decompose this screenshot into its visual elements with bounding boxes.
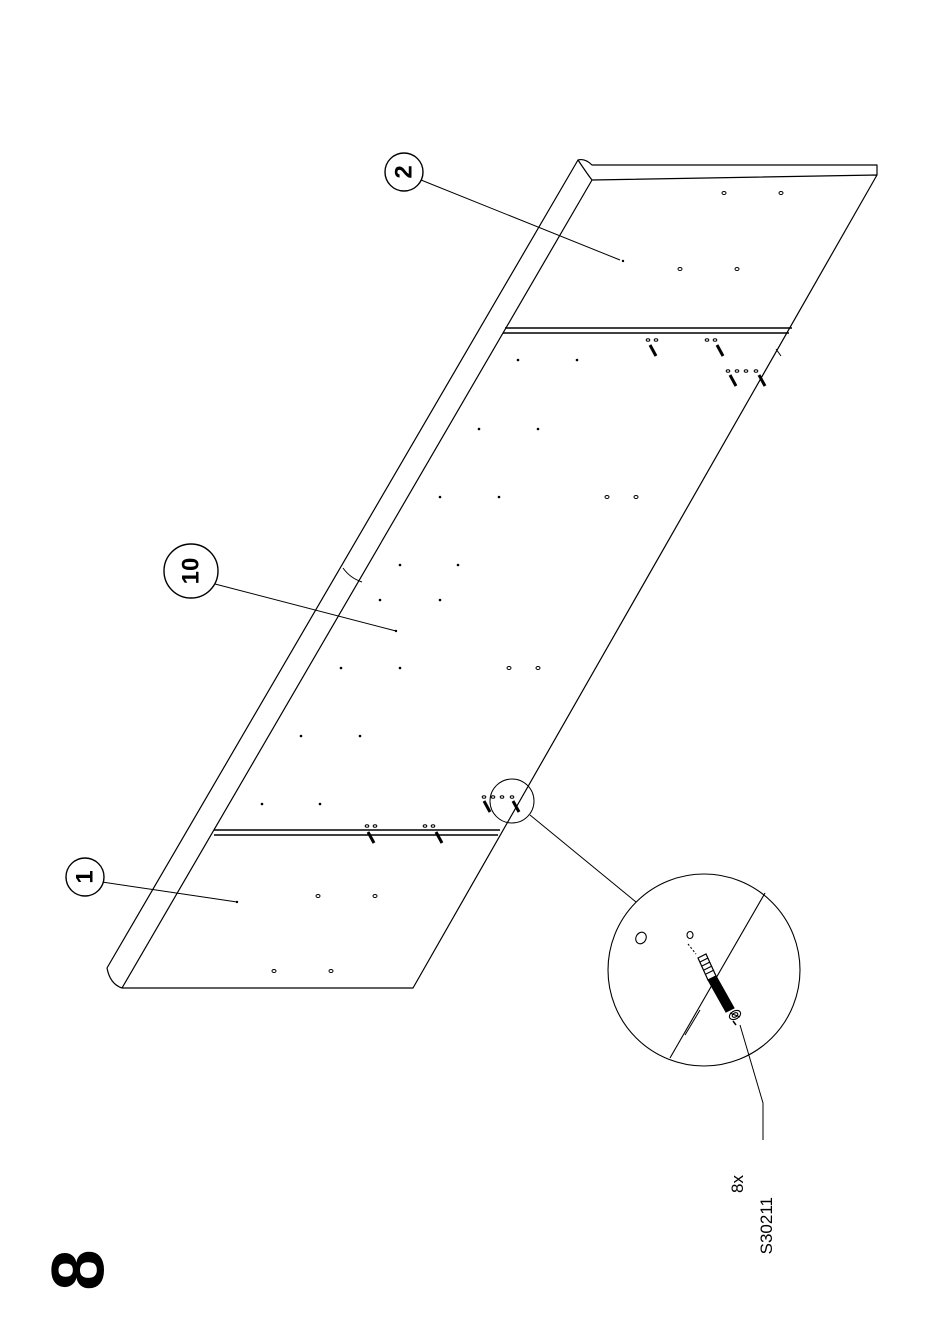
connectors-seam-1-10 bbox=[365, 796, 519, 843]
connectors-seam-10-2 bbox=[646, 339, 781, 386]
callout-label-2: 2 bbox=[391, 165, 418, 178]
callout-part-10: 10 bbox=[164, 544, 218, 598]
panel-2-holes bbox=[678, 192, 783, 271]
hardware-code: S30211 bbox=[757, 1197, 776, 1254]
callout-label-1: 1 bbox=[72, 870, 99, 883]
hardware-quantity: 8x bbox=[728, 1175, 747, 1193]
step-number: 8 bbox=[37, 1249, 120, 1290]
callout-part-1: 1 bbox=[66, 858, 104, 896]
panel-1-holes bbox=[272, 895, 377, 973]
seam-10-2 bbox=[503, 328, 792, 333]
callout-part-2: 2 bbox=[385, 153, 423, 191]
seam-1-10 bbox=[214, 830, 500, 835]
zoom-source-circle bbox=[490, 779, 636, 902]
board-top-edge-inner bbox=[107, 968, 122, 988]
detail-magnifier bbox=[608, 874, 800, 1140]
board-top-edge bbox=[107, 160, 877, 968]
callout-label-10: 10 bbox=[178, 558, 205, 585]
board-front-face bbox=[122, 175, 877, 988]
panel-10-holes bbox=[236, 260, 624, 903]
